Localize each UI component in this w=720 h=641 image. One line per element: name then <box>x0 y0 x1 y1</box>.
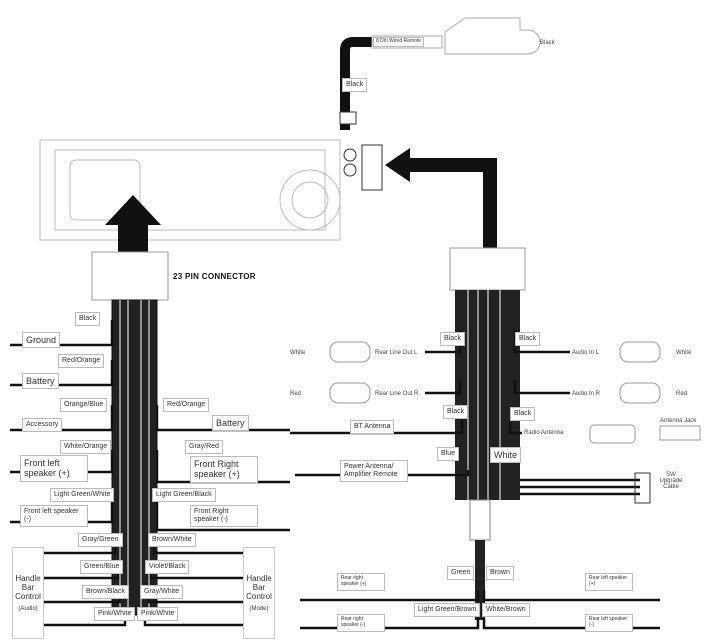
function-label: Front left speaker (+) <box>20 455 88 482</box>
function-label: Ground <box>22 332 61 349</box>
function-label: BT Antenna <box>350 420 395 435</box>
wire-label: Brown/Black <box>82 585 129 600</box>
wire-label: Red/Orange <box>163 398 210 413</box>
remote-cable-label: 8 Din Wired Remote <box>373 37 425 47</box>
function-label: Rear right speaker (-) <box>337 614 385 632</box>
right-connector <box>449 247 526 291</box>
remote-wire-color: Black <box>342 78 368 93</box>
function-label: Rear Line Out R <box>375 391 419 397</box>
wire-label: Black <box>443 405 469 420</box>
plug-color: White <box>290 350 306 356</box>
wire-label: Black <box>510 407 536 422</box>
wire-label: Blue <box>437 447 460 462</box>
wire-label: Black <box>515 332 541 347</box>
handle-bar-audio: Handle Bar Control (Audio) <box>12 547 44 639</box>
handle-sub: (Audio) <box>18 606 38 612</box>
remote-plug-color: Black <box>540 40 555 46</box>
wire-label: Violet/Black <box>145 560 190 575</box>
plug-color: Red <box>290 391 302 397</box>
wire-label: Pink/White <box>94 607 136 622</box>
wire-label: Light Green/White <box>50 488 115 503</box>
handle-label: Handle Bar Control <box>15 574 41 601</box>
function-label: Power Antenna/ Amplifier Remote <box>340 460 408 483</box>
wire-label: Black <box>75 312 101 327</box>
wire-label: White/Orange <box>60 440 112 455</box>
function-label: Rear left speaker (-) <box>585 614 633 632</box>
handle-bar-mode: Handle Bar Control (Mode) <box>243 547 275 639</box>
wire-label: White/Brown <box>482 603 530 618</box>
handle-label: Handle Bar Control <box>246 574 272 601</box>
function-label: SW Upgrade Cable <box>659 472 683 490</box>
connector-title: 23 PIN CONNECTOR <box>173 272 256 281</box>
wire-label: Green <box>447 566 475 581</box>
wire-label: Brown <box>486 566 514 581</box>
wire-label: Gray/White <box>140 585 184 600</box>
handle-sub: (Mode) <box>249 606 269 612</box>
wire-label: Gray/Green <box>78 533 123 548</box>
wire-label: Green/Blue <box>80 560 124 575</box>
antenna-jack-label: Antenna Jack <box>660 418 697 424</box>
function-label: Audio In R <box>572 391 601 397</box>
function-label: Front Right speaker (-) <box>190 505 258 528</box>
function-label: Rear Line Out L <box>375 350 418 356</box>
arrow-up-icon <box>105 195 161 252</box>
wire-label: Light Green/Brown <box>414 603 481 618</box>
head-unit <box>39 139 383 241</box>
wire-label: Light Green/Black <box>152 488 216 503</box>
left-connector <box>91 251 169 301</box>
function-label: Radio Antenna <box>524 430 564 436</box>
wire-label: Pink/White <box>137 607 179 622</box>
wire-label: Orange/Blue <box>60 398 108 413</box>
arrow-left-icon <box>385 148 410 182</box>
wire-label: Red/Orange <box>58 354 105 369</box>
plug-color: White <box>676 350 692 356</box>
wire-label: Brown/White <box>148 533 196 548</box>
function-label: Front Right speaker (+) <box>190 456 258 483</box>
function-label: Battery <box>22 373 59 390</box>
function-label: Front left speaker (-) <box>20 505 88 528</box>
function-label: Rear left speaker (+) <box>585 573 633 591</box>
wire-label: Black <box>440 332 466 347</box>
wire-label: Gray/Red <box>185 440 223 455</box>
function-label: Accessory <box>22 418 63 433</box>
function-label: Audio In L <box>572 350 600 356</box>
function-label: Rear right speaker (+) <box>337 573 385 591</box>
function-label: Battery <box>212 415 249 432</box>
plug-color: Red <box>676 391 688 397</box>
wire-label: White <box>490 447 522 464</box>
